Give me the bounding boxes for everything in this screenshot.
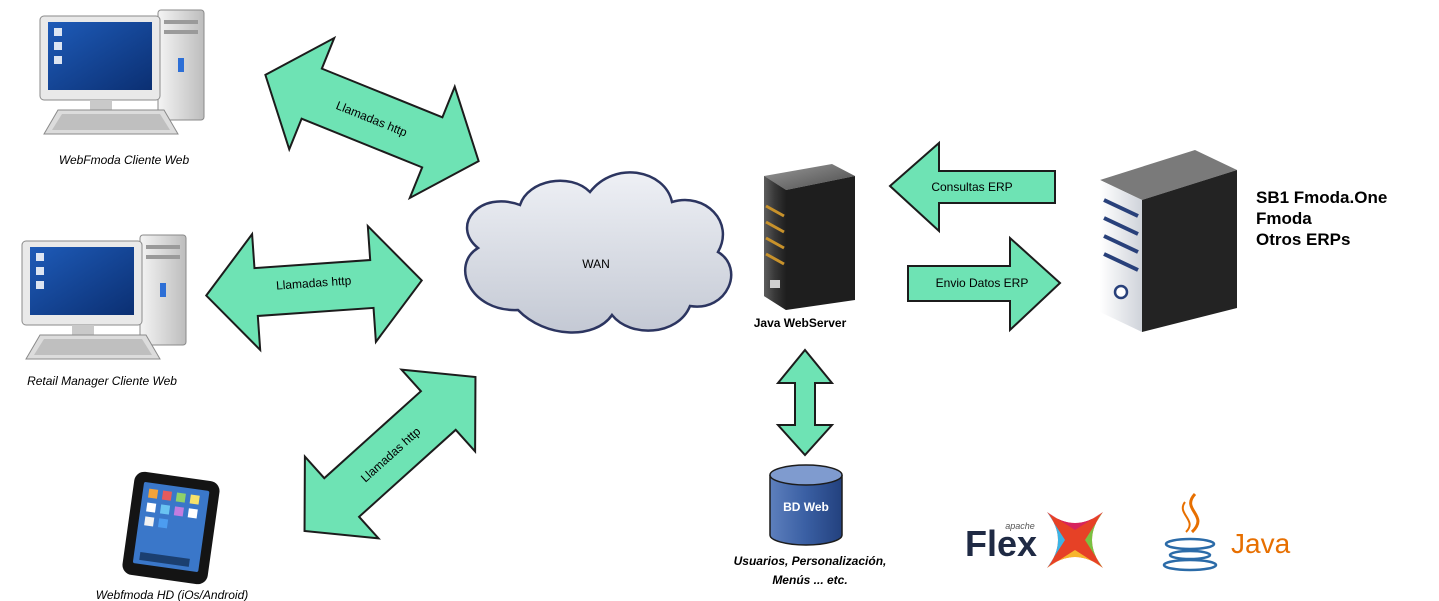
erp-line-1: SB1 Fmoda.One xyxy=(1256,188,1387,207)
client-tablet-caption: Webfmoda HD (iOs/Android) xyxy=(96,588,249,601)
database-caption-line-1: Usuarios, Personalización, xyxy=(734,554,887,568)
envio-datos-erp-label: Envio Datos ERP xyxy=(936,276,1029,290)
erp-line-3: Otros ERPs xyxy=(1256,230,1350,249)
java-logo: Java xyxy=(1162,492,1291,572)
wan-label: WAN xyxy=(582,257,610,271)
tablet-icon xyxy=(122,471,220,585)
client-retail-computer-icon xyxy=(21,234,187,360)
flex-logo-text: Flex xyxy=(965,523,1037,564)
java-logo-text: Java xyxy=(1231,528,1291,559)
wan-cloud-icon xyxy=(463,171,733,334)
http-arrow-1: Llamadas http xyxy=(264,35,480,201)
client-webfmoda-caption: WebFmoda Cliente Web xyxy=(59,153,190,167)
erp-line-2: Fmoda xyxy=(1256,209,1312,228)
server-db-arrow xyxy=(775,348,835,457)
database-label: BD Web xyxy=(783,500,829,514)
web-server-icon xyxy=(764,164,855,310)
http-arrow-2: Llamadas http xyxy=(204,223,424,353)
erp-server-icon xyxy=(1100,150,1237,332)
database-icon xyxy=(769,464,843,546)
database-caption-line-2: Menús ... etc. xyxy=(772,573,847,587)
client-retail-caption: Retail Manager Cliente Web xyxy=(27,374,177,388)
http-arrow-2-label: Llamadas http xyxy=(276,273,352,292)
consultas-erp-label: Consultas ERP xyxy=(931,180,1012,194)
envio-datos-erp-arrow: Envio Datos ERP xyxy=(907,235,1062,333)
client-webfmoda-computer-icon xyxy=(39,9,205,135)
http-arrow-3: Llamadas http xyxy=(303,368,477,540)
consultas-erp-arrow: Consultas ERP xyxy=(888,140,1056,234)
apache-flex-logo: apache Flex xyxy=(965,512,1103,568)
web-server-caption: Java WebServer xyxy=(754,316,847,330)
flex-logo-small: apache xyxy=(1005,521,1035,531)
